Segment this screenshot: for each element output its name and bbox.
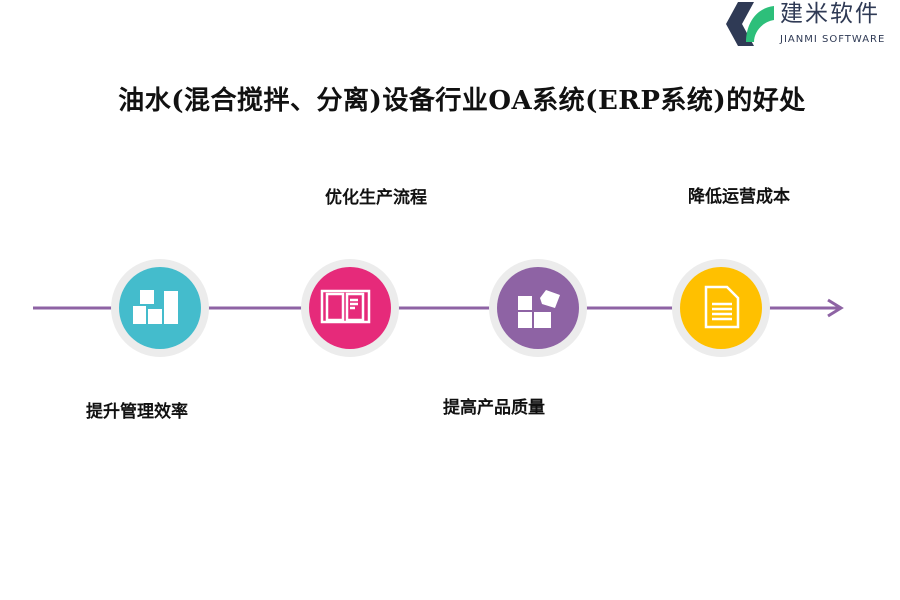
step-4-node (672, 259, 770, 357)
step-1-node (111, 259, 209, 357)
puzzle-icon (518, 290, 560, 328)
arrow-head-icon (827, 298, 844, 318)
book-icon (320, 289, 371, 324)
brand-logo: 建米软件 JIANMI SOFTWARE (724, 0, 900, 48)
step-3-node (489, 259, 587, 357)
page-title: 油水(混合搅拌、分离)设备行业OA系统(ERP系统)的好处 (118, 86, 806, 116)
step-3-label: 提高产品质量 (443, 398, 545, 418)
buildings-icon (133, 290, 178, 324)
step-2-label: 优化生产流程 (325, 188, 427, 208)
step-4-label: 降低运营成本 (688, 187, 790, 207)
logo-mark-icon (726, 2, 774, 46)
logo-text-en: JIANMI SOFTWARE (780, 34, 886, 45)
document-icon (704, 285, 740, 329)
step-1-label: 提升管理效率 (86, 402, 188, 422)
logo-text-cn: 建米软件 (780, 1, 880, 27)
step-2-node (301, 259, 399, 357)
